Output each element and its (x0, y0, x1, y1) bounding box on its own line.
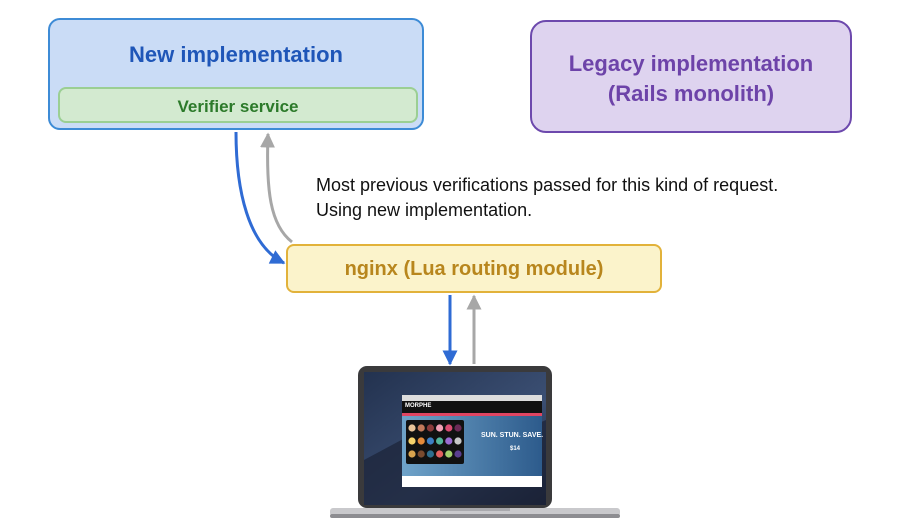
palette-swatch (454, 450, 462, 458)
palette-swatch (436, 437, 444, 445)
laptop-icon (330, 366, 620, 518)
legacy-title-line2: (Rails monolith) (607, 81, 775, 106)
hero-price: $14 (510, 446, 521, 452)
new-implementation-title: New implementation (129, 42, 343, 67)
palette-swatch (417, 450, 425, 458)
hero-headline: SUN. STUN. SAVE. (481, 432, 544, 439)
response-arrow-from-verifier (260, 132, 293, 244)
legacy-implementation-box: Legacy implementation (Rails monolith) (530, 20, 852, 133)
palette-swatch (454, 437, 462, 445)
routing-note-line2: Using new implementation. (316, 200, 533, 220)
verifier-service-box: Verifier service (58, 87, 418, 123)
store-logo: MORPHE (405, 403, 432, 409)
product-palette (406, 420, 464, 464)
palette-swatch (445, 437, 453, 445)
palette-swatch (408, 424, 416, 432)
verifier-service-label: Verifier service (177, 97, 299, 116)
palette-swatch (408, 450, 416, 458)
palette-swatch (445, 424, 453, 432)
palette-swatch (408, 437, 416, 445)
new-implementation-box: New implementation Verifier service (48, 18, 424, 130)
palette-swatch (417, 424, 425, 432)
legacy-title-line1: Legacy implementation (568, 51, 814, 76)
palette-swatch (426, 424, 434, 432)
nginx-routing-box: nginx (Lua routing module) (286, 244, 662, 293)
palette-swatch (436, 424, 444, 432)
palette-swatch (445, 450, 453, 458)
request-arrow-to-verifier (234, 131, 286, 265)
nginx-label: nginx (Lua routing module) (344, 258, 604, 280)
palette-swatch (426, 450, 434, 458)
palette-swatch (454, 424, 462, 432)
palette-swatch (417, 437, 425, 445)
palette-swatch (426, 437, 434, 445)
routing-note-line1: Most previous verifications passed for t… (316, 175, 779, 195)
palette-swatch (436, 450, 444, 458)
